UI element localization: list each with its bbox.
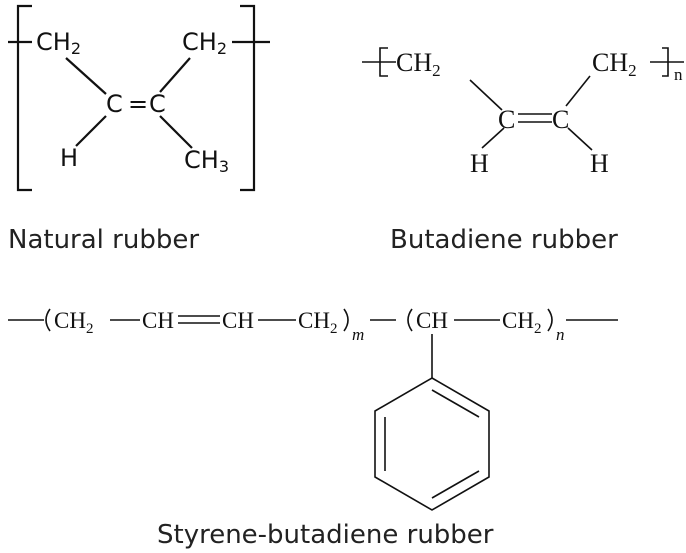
sbr-caption: Styrene-butadiene rubber xyxy=(157,520,494,550)
natural-bond-c-h xyxy=(75,115,107,147)
butadiene-rubber-caption: Butadiene rubber xyxy=(390,225,618,255)
natural-rubber-caption: Natural rubber xyxy=(8,225,199,255)
natural-rubber-structure: CH2 CH2 C = C H CH3 xyxy=(8,4,270,192)
sbr-repeat-n: n xyxy=(556,325,565,344)
sbr-ch2-c: CH xyxy=(502,308,534,333)
sbr-structure: CH2 CH CH CH2 m CH CH2 n xyxy=(8,308,618,511)
sbr-ch-b: CH xyxy=(222,308,254,333)
sbr-ch2-a: CH xyxy=(54,308,86,333)
natural-carbon-left: C xyxy=(106,90,123,118)
sbr-ch2-c-sub: 2 xyxy=(534,321,542,337)
butadiene-right-sub: 2 xyxy=(628,61,637,80)
svg-text:CH2: CH2 xyxy=(182,28,227,58)
butadiene-carbon-right: C xyxy=(552,105,569,134)
natural-left-sub: 2 xyxy=(71,39,81,58)
sbr-repeat-m: m xyxy=(352,325,364,344)
natural-bond-ch2-c-left xyxy=(65,57,107,95)
butadiene-bond-right xyxy=(565,75,591,107)
natural-bond-c-ch3 xyxy=(159,115,193,149)
left-bracket xyxy=(16,4,32,192)
svg-text:CH2: CH2 xyxy=(36,28,81,58)
sbr-ch-c: CH xyxy=(416,308,448,333)
benzene-ring xyxy=(374,377,490,511)
natural-methyl-sub: 3 xyxy=(219,157,229,176)
svg-text:CH2: CH2 xyxy=(54,308,93,337)
natural-hydrogen: H xyxy=(60,144,78,172)
sbr-ch2-b-sub: 2 xyxy=(330,321,338,337)
butadiene-bond-h-left xyxy=(481,127,505,149)
right-bracket xyxy=(240,4,256,192)
sbr-left-paren-2 xyxy=(407,308,413,332)
svg-text:CH2: CH2 xyxy=(592,48,637,80)
sbr-ch2-b: CH xyxy=(298,308,330,333)
natural-methyl: CH xyxy=(184,146,219,174)
butadiene-bond-left xyxy=(469,79,503,111)
svg-text:CH2: CH2 xyxy=(502,308,541,337)
sbr-ch-a: CH xyxy=(142,308,174,333)
butadiene-repeat-n: n xyxy=(674,65,683,84)
natural-carbon-right: C xyxy=(149,90,166,118)
natural-bond-ch2-c-right xyxy=(159,57,191,93)
butadiene-hydrogen-right: H xyxy=(590,149,609,178)
butadiene-left-ch2: CH xyxy=(396,48,432,77)
sbr-right-paren-2 xyxy=(547,308,553,332)
svg-text:CH2: CH2 xyxy=(298,308,337,337)
sbr-right-paren-1 xyxy=(343,308,349,332)
svg-text:CH3: CH3 xyxy=(184,146,229,176)
butadiene-left-bracket xyxy=(379,47,388,77)
butadiene-left-sub: 2 xyxy=(432,61,441,80)
butadiene-hydrogen-left: H xyxy=(470,149,489,178)
butadiene-rubber-structure: CH2 CH2 n C C H H xyxy=(362,47,684,178)
natural-double-bond: = xyxy=(128,90,148,118)
svg-text:CH2: CH2 xyxy=(396,48,441,80)
butadiene-right-ch2: CH xyxy=(592,48,628,77)
butadiene-carbon-left: C xyxy=(498,105,515,134)
sbr-left-paren-1 xyxy=(45,308,51,332)
sbr-ch2-a-sub: 2 xyxy=(86,321,94,337)
butadiene-bond-h-right xyxy=(567,127,593,151)
natural-right-sub: 2 xyxy=(217,39,227,58)
natural-right-ch2: CH xyxy=(182,28,217,56)
natural-left-ch2: CH xyxy=(36,28,71,56)
